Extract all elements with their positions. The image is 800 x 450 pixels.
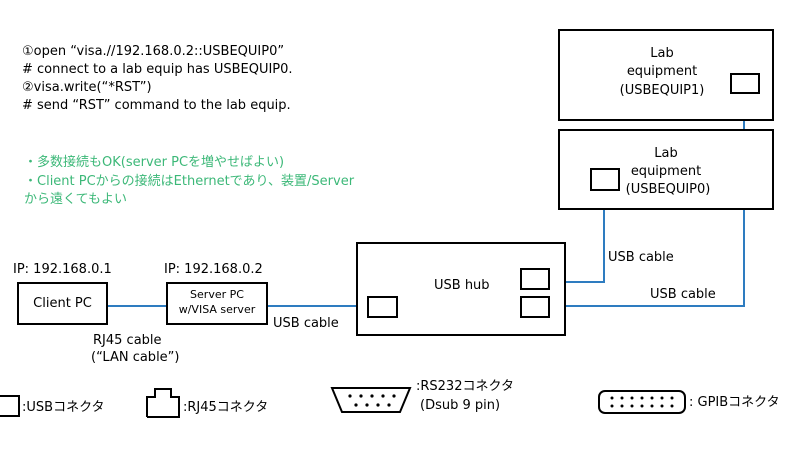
gpib-connector-legend-icon <box>598 390 686 414</box>
client-pc-label: Client PC <box>33 296 92 311</box>
usb-connector-legend-icon <box>0 395 20 417</box>
rj45-cable-label-line-1: RJ45 cable <box>93 333 162 348</box>
server-ip-label: IP: 192.168.0.2 <box>164 262 263 277</box>
usb-hub-label: USB hub <box>434 278 490 293</box>
usb-hub: USB hub <box>356 242 566 336</box>
remark-line-1: ・多数接続もOK(server PCを増やせばよい) <box>24 155 285 170</box>
server-pc-label-line-1: Server PC <box>190 288 244 301</box>
equip0-label-line-1: Lab <box>654 146 678 161</box>
equip1-label-line-3: (USBEQUIP1) <box>619 83 705 98</box>
usb-connector-icon <box>730 73 760 94</box>
legend-rs232-label-line-1: :RS232コネクタ <box>416 379 514 394</box>
legend-usb-label: :USBコネクタ <box>22 400 105 415</box>
server-pc-label-line-2: w/VISA server <box>178 303 256 316</box>
lab-equipment-usbequip0: Lab equipment (USBEQUIP0) <box>558 129 774 210</box>
remark-line-3: から遠くてもよい <box>24 192 127 207</box>
server-pc: Server PC w/VISA server <box>166 282 268 325</box>
client-ip-label: IP: 192.168.0.1 <box>13 262 112 277</box>
legend-rj45-label: :RJ45コネクタ <box>183 400 269 415</box>
equip0-label-line-3: (USBEQUIP0) <box>625 182 711 197</box>
rs232-connector-legend-icon <box>330 387 412 413</box>
note-line-4: # send “RST” command to the lab equip. <box>22 98 291 113</box>
lab-equipment-usbequip1: Lab equipment (USBEQUIP1) <box>558 29 774 121</box>
usb-connector-icon <box>520 268 550 290</box>
note-line-3: ②visa.write(“*RST”) <box>22 80 152 95</box>
remark-line-2: ・Client PCからの接続はEthernetであり、装置/Server <box>24 174 355 189</box>
usb-cable-label-upper: USB cable <box>608 250 674 265</box>
client-pc: Client PC <box>17 282 108 325</box>
usb-connector-icon <box>367 296 398 318</box>
usb-connector-icon <box>520 296 550 318</box>
legend-gpib-label: : GPIBコネクタ <box>689 395 780 410</box>
equip1-label-line-2: equipment <box>626 64 698 79</box>
note-line-1: ①open “visa.//192.168.0.2::USBEQUIP0” <box>22 44 285 59</box>
rj45-cable-label-line-2: (“LAN cable”) <box>91 350 180 365</box>
equip0-label-line-2: equipment <box>630 164 702 179</box>
rj45-connector-legend-icon <box>146 388 180 418</box>
note-line-2: # connect to a lab equip has USBEQUIP0. <box>22 62 293 77</box>
usb-cable-label-server: USB cable <box>273 316 339 331</box>
usb-cable-equip0 <box>550 190 605 283</box>
equip1-label-line-1: Lab <box>650 46 674 61</box>
usb-connector-icon <box>590 168 620 191</box>
usb-cable-label-lower: USB cable <box>650 287 716 302</box>
legend-rs232-label-line-2: (Dsub 9 pin) <box>420 398 501 413</box>
